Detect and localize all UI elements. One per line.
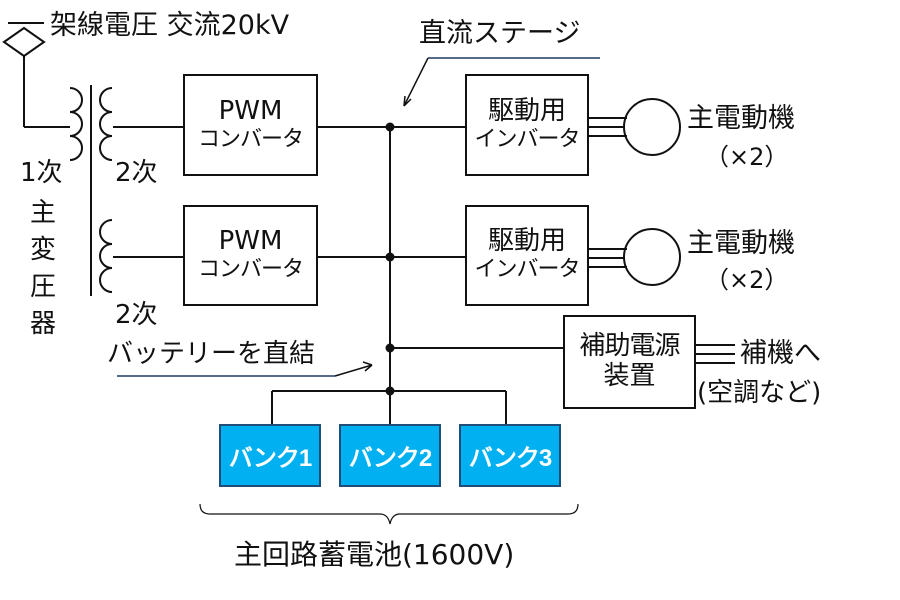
- battery-bank-2[interactable]: バンク2: [339, 424, 441, 487]
- motor-count-label: （×2）: [705, 143, 789, 171]
- battery-direct-arrow: [334, 364, 373, 377]
- pwm-converter-2[interactable]: PWM コンバータ: [183, 205, 318, 306]
- battery-brace: [199, 503, 579, 525]
- aux-power-title: 補助電源: [579, 331, 680, 362]
- motor-count-label: （×2）: [705, 266, 789, 294]
- inverter-subtitle: インバータ: [474, 126, 580, 152]
- secondary-coil-icon: [99, 87, 113, 161]
- inverter-title: 駆動用: [487, 95, 566, 126]
- auxiliary-power-unit[interactable]: 補助電源 装置: [563, 315, 696, 409]
- main-battery-label: 主回路蓄電池(1600V): [234, 538, 515, 571]
- battery-direct-label: バッテリーを直結: [107, 339, 316, 369]
- primary-coil-icon: [69, 87, 83, 161]
- dc-stage-arrow: [403, 57, 429, 107]
- pantograph-icon: [2, 26, 46, 58]
- drive-inverter-1[interactable]: 駆動用 インバータ: [465, 74, 589, 176]
- battery-bank-1[interactable]: バンク1: [219, 424, 321, 487]
- primary-winding-label: 1次: [20, 158, 63, 188]
- main-transformer-label: 主 変 圧 器: [26, 195, 60, 343]
- transformer-char: 変: [29, 235, 56, 265]
- aux-load-examples: (空調など): [697, 378, 822, 408]
- aux-power-subtitle: 装置: [603, 361, 656, 391]
- motor-icon: [623, 228, 681, 286]
- traction-motor-label: 主電動機: [687, 103, 795, 134]
- transformer-char: 器: [29, 309, 56, 339]
- battery-bank-3[interactable]: バンク3: [459, 424, 561, 487]
- overhead-voltage-label: 架線電圧 交流20kV: [50, 10, 290, 41]
- junction-dot: [385, 252, 395, 262]
- inverter-subtitle: インバータ: [474, 257, 580, 283]
- converter-subtitle: コンバータ: [197, 126, 304, 152]
- secondary-winding-label: 2次: [115, 158, 158, 188]
- junction-dot: [385, 122, 395, 132]
- drive-inverter-2[interactable]: 駆動用 インバータ: [465, 205, 589, 306]
- dc-stage-label: 直流ステージ: [419, 18, 581, 49]
- pwm-converter-1[interactable]: PWM コンバータ: [183, 74, 318, 176]
- traction-motor-label: 主電動機: [687, 228, 795, 259]
- inverter-title: 駆動用: [487, 226, 566, 257]
- secondary-winding-label: 2次: [115, 300, 158, 330]
- converter-title: PWM: [218, 226, 283, 257]
- converter-title: PWM: [218, 95, 283, 126]
- converter-subtitle: コンバータ: [197, 257, 304, 283]
- aux-load-label: 補機へ: [740, 338, 821, 369]
- secondary-coil-icon: [99, 219, 113, 293]
- motor-icon: [623, 98, 681, 156]
- transformer-char: 圧: [29, 272, 56, 302]
- junction-dot: [385, 386, 395, 396]
- junction-dot: [385, 343, 395, 353]
- transformer-char: 主: [29, 198, 56, 228]
